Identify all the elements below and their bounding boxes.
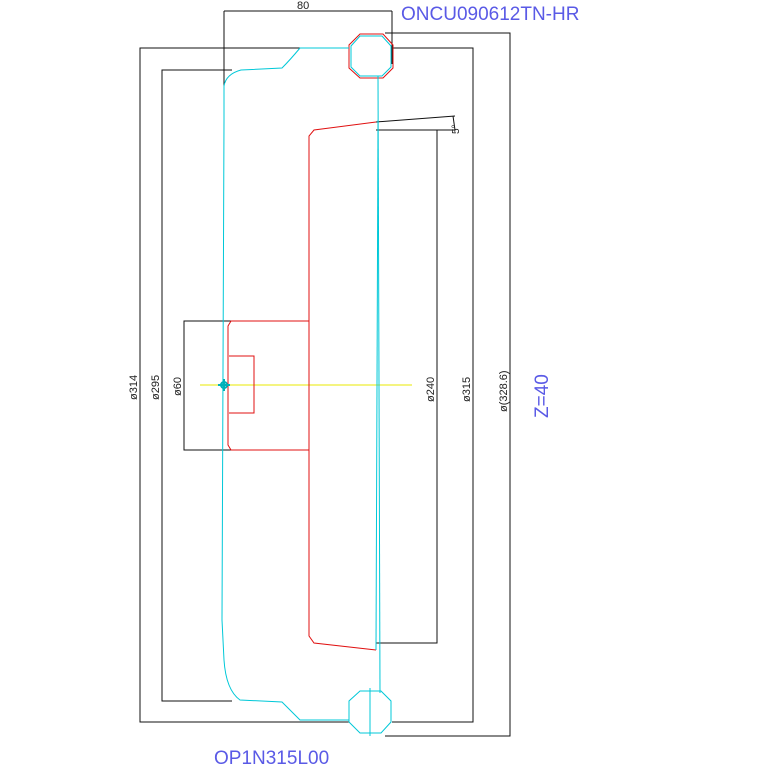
top-insert-cyan xyxy=(350,35,392,77)
dim-60-text: ø60 xyxy=(172,377,184,396)
tool-flank xyxy=(221,47,349,721)
top-insert-red xyxy=(348,33,394,79)
dim-315-bracket xyxy=(392,47,474,723)
part-body xyxy=(308,121,377,651)
tool-outline xyxy=(221,35,392,736)
tool-axis-top xyxy=(375,119,379,651)
angle-5-arc xyxy=(452,115,456,131)
center-marker xyxy=(218,379,230,391)
dim-80-text: 80 xyxy=(297,0,309,12)
dimension-lines xyxy=(139,10,511,737)
bottom-insert-cyan xyxy=(348,690,392,734)
dim-328-bracket xyxy=(385,32,511,737)
part-outline xyxy=(227,33,394,651)
dim-240-text: ø240 xyxy=(425,377,437,402)
tooth-count-label: Z=40 xyxy=(532,374,553,418)
dim-315-text: ø315 xyxy=(461,377,473,402)
insert-code-label: ONCU090612TN-HR xyxy=(401,4,579,25)
part-keyway xyxy=(229,355,255,414)
tool-axis xyxy=(377,75,381,694)
dim-60-bracket xyxy=(183,320,232,451)
body-code-label: OP1N315L00 xyxy=(214,748,329,767)
dim-295-bracket xyxy=(161,69,232,702)
dim-328-text: ø(328.6) xyxy=(498,370,510,412)
dim-314-text: ø314 xyxy=(128,375,140,400)
dim-314-bracket xyxy=(139,47,349,723)
angle-5-upper xyxy=(375,115,456,123)
dim-295-text: ø295 xyxy=(150,375,162,400)
angle-5-text: 5° xyxy=(451,124,462,134)
